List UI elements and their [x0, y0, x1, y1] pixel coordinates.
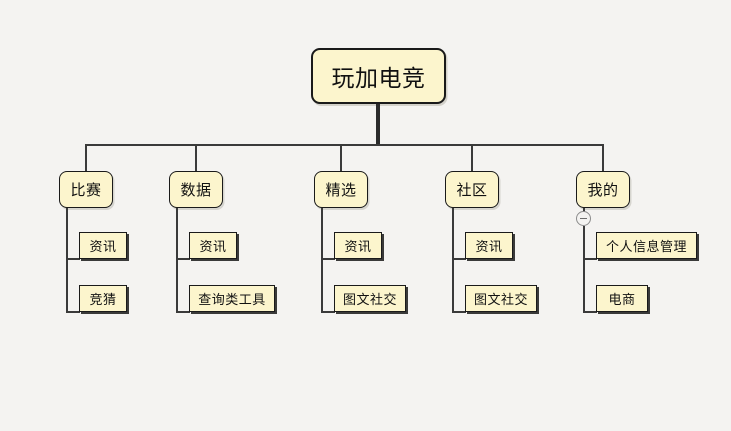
node-leaf-shequ-tuwen-label: 图文社交	[473, 293, 528, 308]
node-branch-shequ-label: 社区	[456, 181, 488, 199]
connector-toggle-link	[583, 208, 585, 212]
node-leaf-shuju-zixun[interactable]: 资讯	[189, 232, 237, 259]
node-branch-wode-label: 我的	[587, 181, 619, 199]
node-leaf-shuju-chaxun-label: 查询类工具	[198, 293, 266, 308]
node-branch-bisai[interactable]: 比赛	[59, 171, 113, 208]
connector-stub-3-2	[321, 311, 335, 313]
node-branch-shuju-label: 数据	[180, 181, 212, 199]
connector-drop-5	[602, 144, 604, 172]
node-leaf-bisai-zixun[interactable]: 资讯	[79, 232, 127, 259]
connector-spine-3	[321, 208, 323, 313]
node-leaf-bisai-jingcai-label: 竞猜	[89, 293, 117, 308]
connector-bus	[85, 144, 604, 146]
minus-glyph	[580, 218, 587, 219]
node-leaf-jingxuan-zixun-label: 资讯	[344, 240, 372, 255]
node-leaf-bisai-zixun-label: 资讯	[89, 240, 117, 255]
node-leaf-jingxuan-zixun[interactable]: 资讯	[334, 232, 382, 259]
node-root[interactable]: 玩加电竞	[311, 48, 446, 104]
connector-stub-2-2	[176, 311, 190, 313]
connector-drop-4	[471, 144, 473, 172]
connector-spine-2	[176, 208, 178, 313]
connector-spine-5	[583, 226, 585, 313]
connector-drop-3	[340, 144, 342, 172]
node-branch-bisai-label: 比赛	[70, 181, 102, 199]
node-leaf-wode-dianshang-label: 电商	[608, 293, 636, 308]
node-branch-jingxuan-label: 精选	[325, 181, 357, 199]
node-branch-wode[interactable]: 我的	[576, 171, 630, 208]
connector-stub-1-1	[66, 258, 80, 260]
node-leaf-shequ-tuwen[interactable]: 图文社交	[465, 285, 537, 312]
connector-spine-4	[452, 208, 454, 313]
node-leaf-shequ-zixun-label: 资讯	[475, 240, 503, 255]
node-leaf-wode-geren-label: 个人信息管理	[605, 240, 687, 255]
connector-stub-1-2	[66, 311, 80, 313]
node-root-label: 玩加电竞	[331, 66, 426, 92]
node-leaf-jingxuan-tuwen[interactable]: 图文社交	[334, 285, 406, 312]
connector-drop-1	[85, 144, 87, 172]
node-leaf-wode-dianshang[interactable]: 电商	[596, 285, 648, 312]
node-branch-shuju[interactable]: 数据	[169, 171, 223, 208]
node-branch-jingxuan[interactable]: 精选	[314, 171, 368, 208]
connector-drop-2	[195, 144, 197, 172]
node-branch-shequ[interactable]: 社区	[445, 171, 499, 208]
connector-stub-3-1	[321, 258, 335, 260]
connector-spine-1	[66, 208, 68, 313]
connector-root-stem	[376, 104, 380, 146]
connector-stub-4-1	[452, 258, 466, 260]
node-leaf-jingxuan-tuwen-label: 图文社交	[342, 293, 397, 308]
node-leaf-wode-geren[interactable]: 个人信息管理	[596, 232, 697, 259]
node-leaf-shuju-chaxun[interactable]: 查询类工具	[189, 285, 275, 312]
connector-stub-5-1	[583, 258, 597, 260]
node-leaf-shequ-zixun[interactable]: 资讯	[465, 232, 513, 259]
connector-stub-4-2	[452, 311, 466, 313]
connector-stub-5-2	[583, 311, 597, 313]
node-leaf-bisai-jingcai[interactable]: 竞猜	[79, 285, 127, 312]
connector-stub-2-1	[176, 258, 190, 260]
node-leaf-shuju-zixun-label: 资讯	[199, 240, 227, 255]
minus-circle-icon[interactable]	[576, 211, 591, 226]
